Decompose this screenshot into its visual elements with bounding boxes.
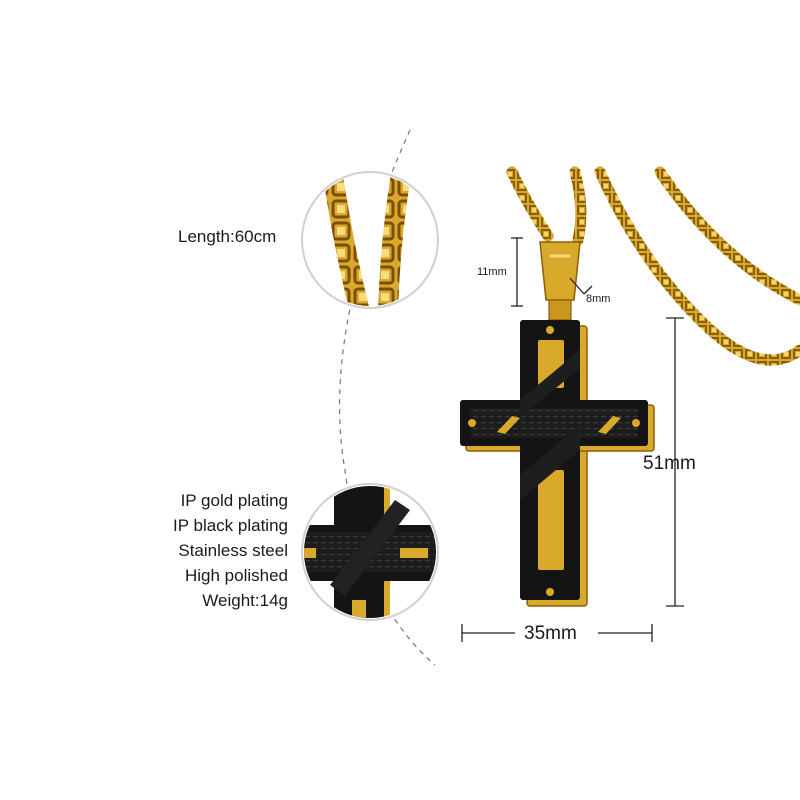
chain-length-label: Length:60cm <box>178 227 277 246</box>
spec-weight: Weight:14g <box>202 591 288 610</box>
bail-width-label: 8mm <box>586 293 611 305</box>
material-spec-list: IP gold plating IP black plating Stainle… <box>173 488 288 613</box>
spec-gold-plating: IP gold plating <box>180 491 288 510</box>
spec-black-plating: IP black plating <box>173 516 288 535</box>
cross-width-label: 35mm <box>524 623 577 644</box>
spec-high-polished: High polished <box>184 566 288 585</box>
bail-height-label: 11mm <box>477 266 507 278</box>
chain-zoom-circle <box>301 171 439 309</box>
material-zoom-circle <box>301 483 439 621</box>
cross-black-plate <box>460 320 648 600</box>
dimension-lines <box>461 237 684 642</box>
chain <box>506 166 800 366</box>
cross-height-label: 51mm <box>643 453 696 474</box>
bail <box>539 241 581 321</box>
spec-stainless-steel: Stainless steel <box>178 541 288 560</box>
